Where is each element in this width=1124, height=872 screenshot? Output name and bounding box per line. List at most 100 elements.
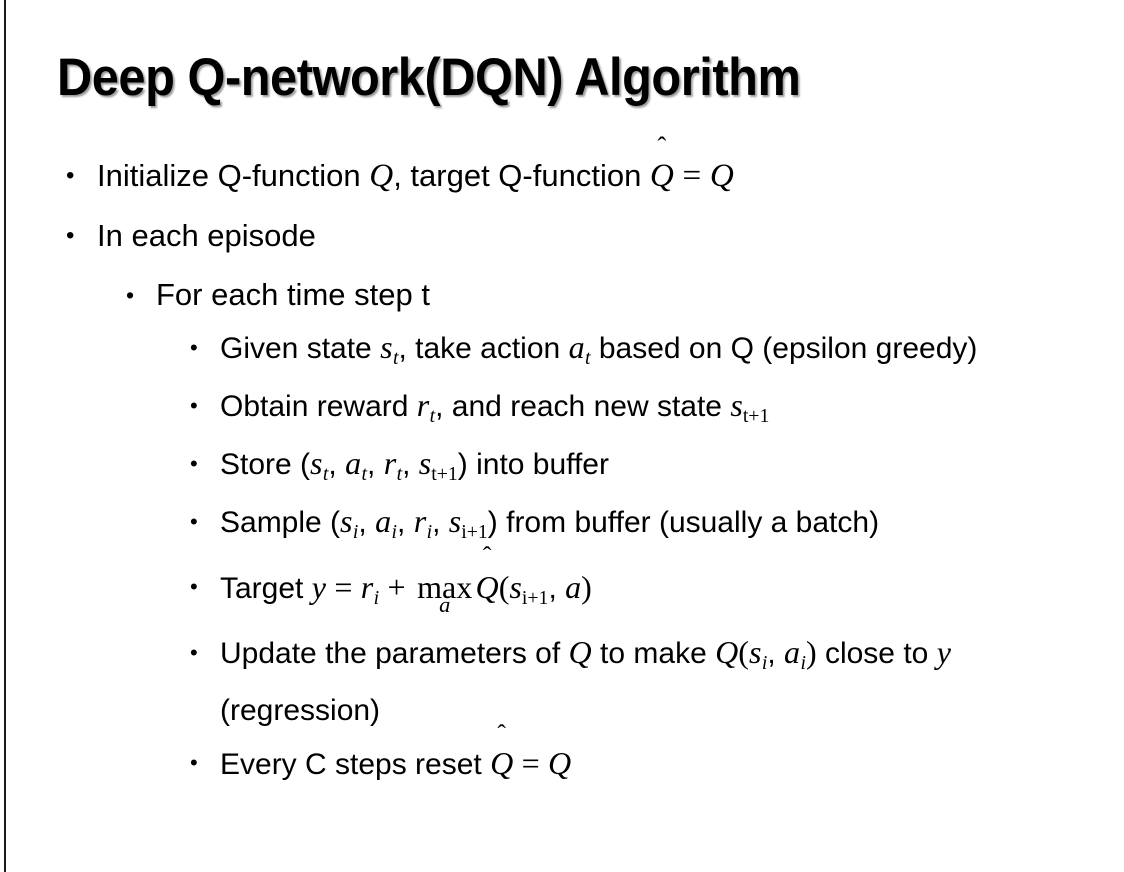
math-var-q-hat: ̂Q xyxy=(490,734,513,792)
math-var-r: r xyxy=(360,568,374,605)
text-run: , take action xyxy=(398,332,569,365)
bullet-marker-icon: • xyxy=(190,508,198,534)
math-var-s: s xyxy=(509,568,522,605)
math-var-a: a xyxy=(375,502,392,539)
bullet-text: Every C steps reset ̂Q = Q xyxy=(220,734,1100,794)
math-equals: = xyxy=(334,568,353,605)
math-var-y: y xyxy=(936,633,951,670)
math-var-s: s xyxy=(730,386,743,423)
text-run: Every C steps reset xyxy=(220,747,491,781)
math-symbol: Q xyxy=(475,568,499,605)
text-run: Sample ( xyxy=(220,505,341,539)
math-subscript: i+1 xyxy=(461,520,488,543)
math-subscript: i xyxy=(391,520,398,543)
bullet-item-obtain-reward: • Obtain reward rt, and reach new state … xyxy=(0,382,1124,440)
bullet-marker-icon: • xyxy=(66,162,75,189)
math-symbol: Q xyxy=(490,744,514,781)
bullet-text: In each episode xyxy=(97,218,316,253)
math-subscript: t xyxy=(585,346,591,369)
bullet-text: Store (st, at, rt, st+1) into buffer xyxy=(220,440,1100,498)
math-subscript: i xyxy=(761,651,768,674)
math-var-a: a xyxy=(568,329,585,365)
text-run: , xyxy=(767,636,784,670)
text-run: , target Q-function xyxy=(393,158,650,193)
text-run: , xyxy=(397,505,414,539)
math-subscript: i xyxy=(426,520,433,543)
math-var-a: a xyxy=(784,633,801,670)
text-run: ) into buffer xyxy=(457,447,609,481)
math-subscript: t xyxy=(429,404,436,427)
math-paren-close: ) xyxy=(581,568,592,605)
text-run: ) from buffer (usually a batch) xyxy=(487,505,880,539)
math-subscript: i xyxy=(352,520,359,543)
math-equals: = xyxy=(682,157,702,194)
math-subscript: t xyxy=(361,462,368,485)
math-var-s: s xyxy=(310,444,323,481)
bullet-text: For each time step t xyxy=(156,277,430,312)
math-equals: = xyxy=(521,744,540,781)
left-edge-rule xyxy=(4,0,6,872)
math-var-r: r xyxy=(383,444,397,481)
math-max-label: max xyxy=(417,568,473,605)
bullet-item-update-parameters: • Update the parameters of Q to make Q(s… xyxy=(0,629,1124,734)
bullet-marker-icon: • xyxy=(126,282,135,308)
bullet-marker-icon: • xyxy=(66,222,75,249)
math-var-s: s xyxy=(748,633,762,670)
text-run: Update the parameters of xyxy=(220,636,569,670)
math-max-limit: a xyxy=(439,591,451,617)
bullet-item-initialize: • Initialize Q-function Q, target Q-func… xyxy=(0,146,1124,206)
math-paren-open: ( xyxy=(738,633,749,670)
bullet-marker-icon: • xyxy=(190,392,198,418)
text-run: Initialize Q-function xyxy=(97,158,370,193)
bullet-marker-icon: • xyxy=(190,639,198,665)
slide-title: Deep Q-network(DQN) Algorithm xyxy=(57,48,801,107)
math-var-a: a xyxy=(345,444,362,481)
text-run: , xyxy=(432,505,449,539)
bullet-text: Given state st, take action at based on … xyxy=(220,324,1100,382)
math-var-y: y xyxy=(311,568,326,605)
text-run: , and reach new state xyxy=(435,389,731,423)
bullet-text: Initialize Q-function Q, target Q-functi… xyxy=(97,146,1124,206)
slide-body: • Initialize Q-function Q, target Q-func… xyxy=(0,146,1124,794)
bullet-text: Obtain reward rt, and reach new state st… xyxy=(220,382,1100,440)
math-subscript: i xyxy=(800,651,806,674)
text-run: to make xyxy=(591,636,716,670)
math-var-s: s xyxy=(380,329,393,365)
bullet-marker-icon: • xyxy=(190,573,198,599)
math-symbol: Q xyxy=(649,157,674,194)
text-run: (regression) xyxy=(220,693,381,727)
math-var-q-hat: ̂Q xyxy=(650,146,674,206)
bullet-item-reset-target: • Every C steps reset ̂Q = Q xyxy=(0,734,1124,794)
text-run: , xyxy=(328,447,346,481)
math-subscript: i xyxy=(373,586,380,609)
math-var-q-hat: ̂Q xyxy=(476,556,499,618)
bullet-marker-icon: • xyxy=(190,335,198,360)
text-run: Given state xyxy=(220,332,381,365)
bullet-text: Sample (si, ai, ri, si+1) from buffer (u… xyxy=(220,498,1100,556)
text-run: Target xyxy=(220,571,312,605)
math-paren-close: ) xyxy=(805,633,817,670)
math-subscript: t xyxy=(322,462,329,485)
text-run: based on Q (epsilon greedy) xyxy=(590,332,978,365)
text-run: Store ( xyxy=(220,447,311,481)
bullet-item-sample-tuple: • Sample (si, ai, ri, si+1) from buffer … xyxy=(0,498,1124,556)
math-paren-open: ( xyxy=(498,568,510,605)
math-subscript: t+1 xyxy=(431,462,458,485)
text-run: , xyxy=(402,447,419,481)
bullet-item-target-equation: • Target y = ri + maxâQ(si+1, a) xyxy=(0,556,1124,629)
math-var-q2: Q xyxy=(709,157,734,194)
bullet-item-store-tuple: • Store (st, at, rt, st+1) into buffer xyxy=(0,440,1124,498)
math-plus: + xyxy=(387,568,406,605)
math-var-a: a xyxy=(565,568,582,605)
bullet-item-given-state: • Given state st, take action at based o… xyxy=(0,324,1124,382)
text-run: , xyxy=(367,447,384,481)
text-run: , xyxy=(548,571,566,605)
bullet-text: Update the parameters of Q to make Q(si,… xyxy=(220,629,1100,734)
math-var-q: Q xyxy=(369,157,394,194)
math-var-r: r xyxy=(416,386,430,423)
bullet-text: Target y = ri + maxâQ(si+1, a) xyxy=(220,556,1100,629)
math-var-q1: Q xyxy=(568,633,592,670)
math-subscript: t+1 xyxy=(742,404,770,427)
bullet-marker-icon: • xyxy=(190,450,198,476)
